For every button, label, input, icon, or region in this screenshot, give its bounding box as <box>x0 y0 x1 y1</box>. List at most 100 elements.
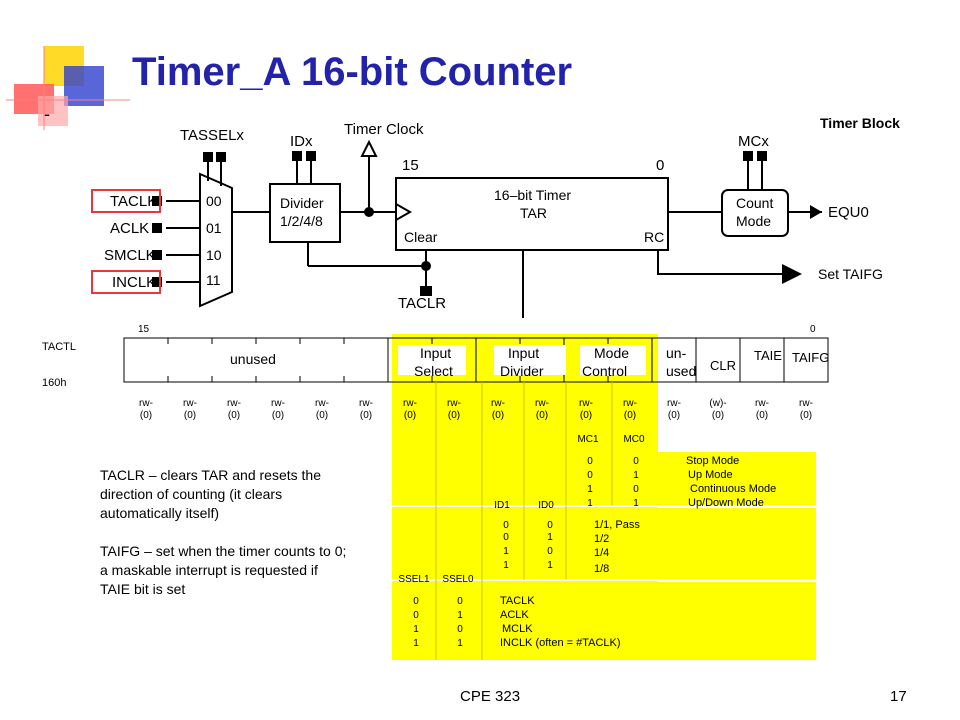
select-desc-taclk: TACLK <box>500 595 535 607</box>
select-desc-mclk: MCLK <box>502 623 533 635</box>
access-row: rw-(0)rw-(0)rw-(0)rw-(0)rw-(0)rw-(0)rw-(… <box>139 398 813 421</box>
divider-id1-1: 0 <box>503 532 509 543</box>
select-ssel0-2: 0 <box>457 624 463 635</box>
reset-value-bit-3: (0) <box>668 410 680 421</box>
select-ssel1-0: 0 <box>413 596 419 607</box>
access-type-bit-10: rw- <box>359 398 373 409</box>
timer-register-name: TAR <box>520 205 547 221</box>
access-type-bit-1: rw- <box>755 398 769 409</box>
mode-desc-stop: Stop Mode <box>686 455 739 467</box>
field-input-select-2: Select <box>414 363 453 379</box>
mode-desc-updown: Up/Down Mode <box>688 497 764 509</box>
register-bit-low: 0 <box>810 324 816 335</box>
access-type-bit-13: rw- <box>227 398 241 409</box>
taclr-note: TACLR – clears TAR and resets the direct… <box>100 467 321 521</box>
footer-page-number: 17 <box>890 688 907 705</box>
reset-value-bit-13: (0) <box>228 410 240 421</box>
field-input-divider-1: Input <box>508 345 539 361</box>
mode-mc0-3: 1 <box>633 498 639 509</box>
mode-mc0-2: 0 <box>633 484 639 495</box>
access-type-bit-15: rw- <box>139 398 153 409</box>
equ0-label: EQU0 <box>828 204 869 221</box>
reset-value-bit-1: (0) <box>756 410 768 421</box>
timer-block-heading: Timer Block <box>820 115 900 131</box>
timer-clock-label: Timer Clock <box>344 121 424 138</box>
taifg-note: TAIFG – set when the timer counts to 0; … <box>100 543 347 597</box>
select-ssel1-2: 1 <box>413 624 419 635</box>
timer-label: 16–bit Timer <box>494 187 571 203</box>
divider-desc-3: 1/4 <box>594 547 609 559</box>
slide-logo <box>6 46 130 130</box>
field-unused-2a: un- <box>666 345 687 361</box>
timer-bit-high: 15 <box>402 157 419 174</box>
select-desc-inclk: INCLK (often = #TACLK) <box>500 637 621 649</box>
mode-mc1-1: 0 <box>587 470 593 481</box>
field-clr: CLR <box>710 358 736 373</box>
field-unused: unused <box>230 351 276 367</box>
divider-id1-0: 0 <box>503 520 509 531</box>
taclk-highlight-box <box>91 189 161 213</box>
access-type-bit-2: (w)- <box>709 398 726 409</box>
mux-code-01: 01 <box>206 220 222 236</box>
divider-id0-1: 1 <box>547 532 553 543</box>
reset-value-bit-5: (0) <box>580 410 592 421</box>
select-ssel1-3: 1 <box>413 638 419 649</box>
reset-value-bit-2: (0) <box>712 410 724 421</box>
reset-value-bit-6: (0) <box>536 410 548 421</box>
field-mode-control-1: Mode <box>594 345 629 361</box>
select-desc-aclk: ACLK <box>500 609 529 621</box>
reset-value-bit-10: (0) <box>360 410 372 421</box>
access-type-bit-8: rw- <box>447 398 461 409</box>
select-ssel0-3: 1 <box>457 638 463 649</box>
timer-bit-low: 0 <box>656 157 664 174</box>
mode-header-mc0: MC0 <box>623 434 645 445</box>
set-taifg-label: Set TAIFG <box>818 266 883 282</box>
mode-mc1-2: 1 <box>587 484 593 495</box>
reset-value-bit-14: (0) <box>184 410 196 421</box>
select-ssel1-1: 0 <box>413 610 419 621</box>
access-type-bit-0: rw- <box>799 398 813 409</box>
timer-clear-label: Clear <box>404 229 438 245</box>
access-type-bit-14: rw- <box>183 398 197 409</box>
field-taifg: TAIFG <box>792 350 829 365</box>
access-type-bit-4: rw- <box>623 398 637 409</box>
divider-id0-2: 0 <box>547 546 553 557</box>
reset-value-bit-9: (0) <box>404 410 416 421</box>
mode-desc-up: Up Mode <box>688 469 733 481</box>
mode-mc1-0: 0 <box>587 456 593 467</box>
field-input-divider-2: Divider <box>500 363 544 379</box>
timer-rc-label: RC <box>644 229 664 245</box>
divider-id0-3: 1 <box>547 560 553 571</box>
reset-value-bit-7: (0) <box>492 410 504 421</box>
divider-desc-1: 1/1, Pass <box>594 519 640 531</box>
field-unused-2b: used <box>666 363 696 379</box>
register-name: TACTL <box>42 341 76 353</box>
mode-mc0-1: 1 <box>633 470 639 481</box>
reset-value-bit-11: (0) <box>316 410 328 421</box>
timer-block-diagram: Timer Block TASSELx IDx Timer Clock MCx … <box>91 115 900 318</box>
register-bit-high: 15 <box>138 324 150 335</box>
mux-code-11: 11 <box>206 272 221 288</box>
mode-mc1-3: 1 <box>587 498 593 509</box>
divider-desc-4: 1/8 <box>594 563 609 575</box>
mode-header-mc1: MC1 <box>577 434 599 445</box>
mux-code-10: 10 <box>206 247 222 263</box>
access-type-bit-3: rw- <box>667 398 681 409</box>
input-aclk: ACLK <box>110 220 149 237</box>
select-ssel0-1: 1 <box>457 610 463 621</box>
field-taie: TAIE <box>754 348 782 363</box>
divider-header-id1: ID1 <box>494 500 510 511</box>
field-input-select-1: Input <box>420 345 451 361</box>
access-type-bit-7: rw- <box>491 398 505 409</box>
mode-desc-continuous: Continuous Mode <box>690 483 776 495</box>
divider-id0-0: 0 <box>547 520 553 531</box>
access-type-bit-5: rw- <box>579 398 593 409</box>
reset-value-bit-0: (0) <box>800 410 812 421</box>
divider-label: Divider <box>280 195 324 211</box>
footer-course: CPE 323 <box>460 688 521 705</box>
divider-desc-2: 1/2 <box>594 533 609 545</box>
register-address: 160h <box>42 377 66 389</box>
reset-value-bit-15: (0) <box>140 410 152 421</box>
divider-header-id0: ID0 <box>538 500 554 511</box>
